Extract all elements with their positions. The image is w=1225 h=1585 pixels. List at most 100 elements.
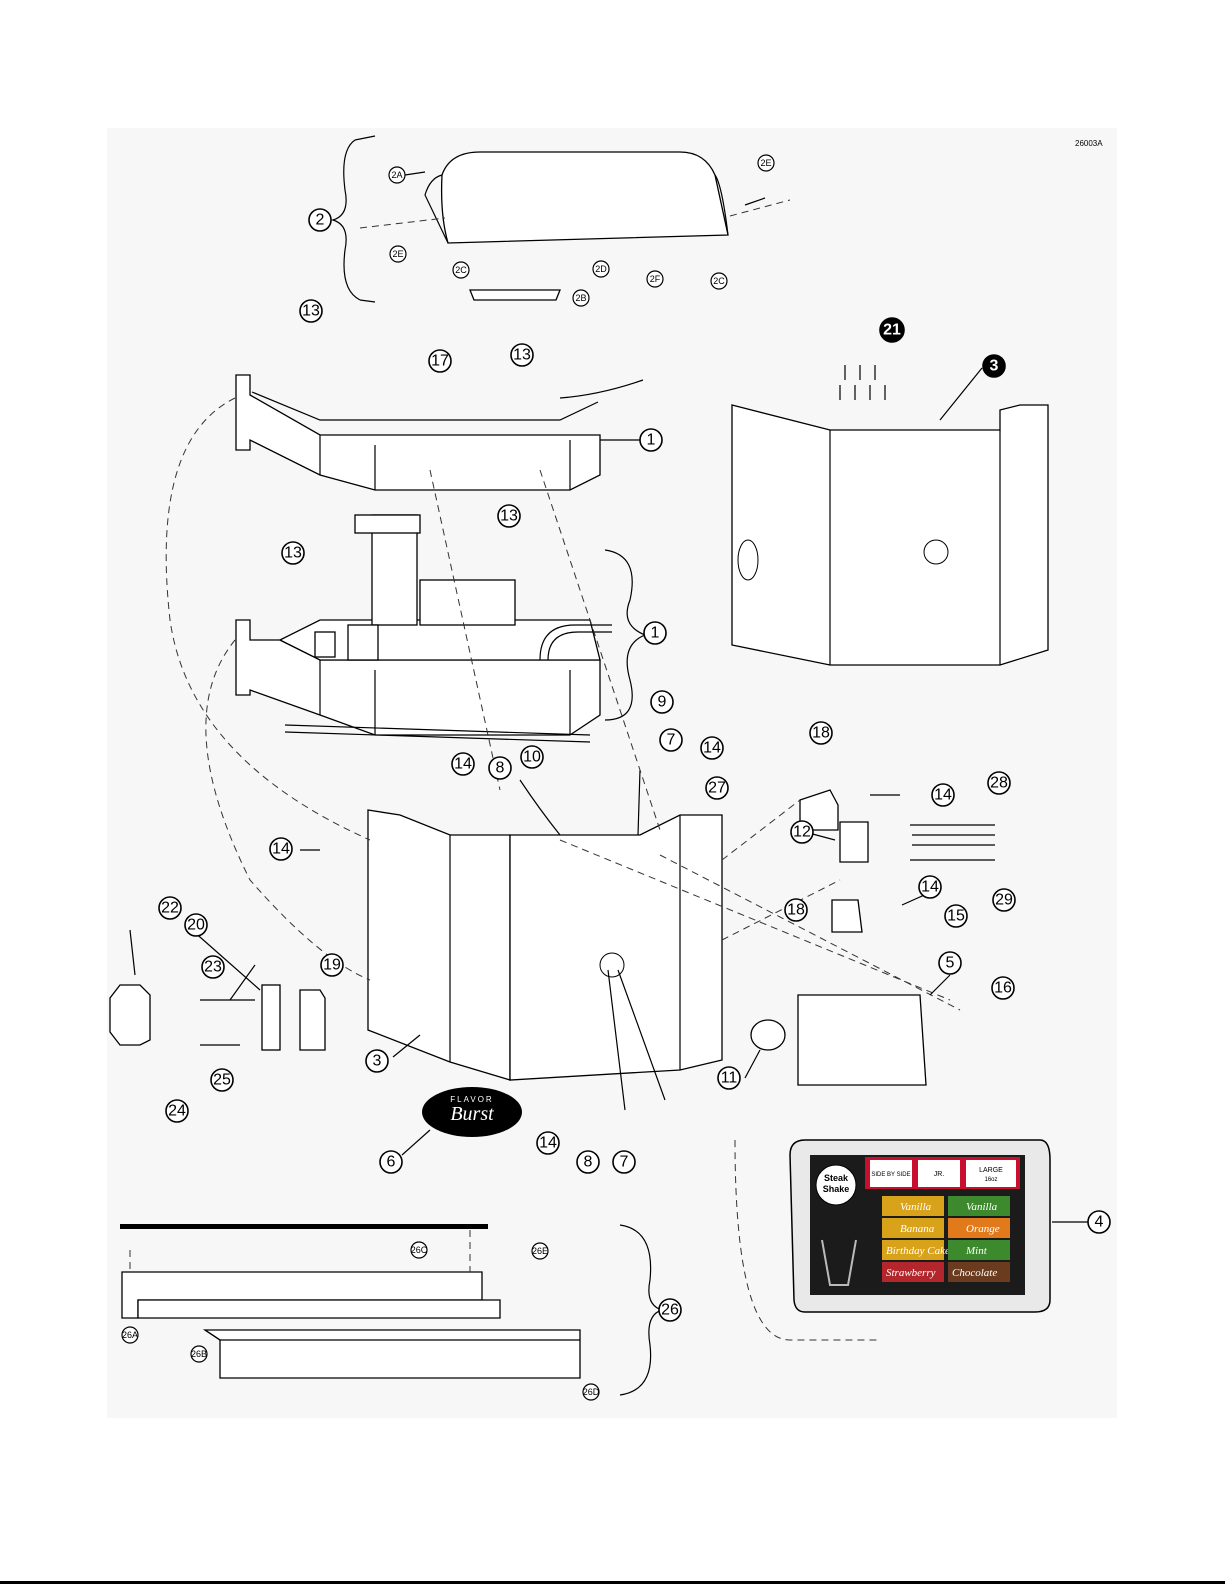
flavor-4: Orange xyxy=(966,1223,1000,1235)
svg-text:15: 15 xyxy=(947,908,965,925)
callout-23: 23 xyxy=(202,956,224,978)
callout-20: 20 xyxy=(185,914,207,936)
svg-text:6: 6 xyxy=(387,1154,396,1171)
svg-text:2B: 2B xyxy=(575,293,586,303)
callout-14-a: 14 xyxy=(701,737,723,759)
flavor-7: Strawberry xyxy=(886,1267,936,1279)
svg-text:13: 13 xyxy=(500,508,518,525)
callout-18-a: 18 xyxy=(810,722,832,744)
callout-8-b: 8 xyxy=(577,1151,599,1173)
svg-text:4: 4 xyxy=(1095,1214,1104,1231)
callout-14-f: 14 xyxy=(537,1132,559,1154)
callout-2C-left: 2C xyxy=(453,262,469,278)
svg-text:1: 1 xyxy=(647,432,656,449)
callout-2C-right: 2C xyxy=(711,273,727,289)
svg-text:14: 14 xyxy=(921,879,939,896)
svg-text:11: 11 xyxy=(721,1070,738,1087)
svg-text:19: 19 xyxy=(323,957,341,974)
callout-26B: 26B xyxy=(191,1346,207,1362)
callout-1-b: 1 xyxy=(644,622,666,644)
svg-text:26C: 26C xyxy=(411,1245,428,1255)
callout-14-b: 14 xyxy=(452,753,474,775)
callout-2B: 2B xyxy=(573,290,589,306)
svg-text:18: 18 xyxy=(812,725,830,742)
callout-19: 19 xyxy=(321,954,343,976)
callout-26C: 26C xyxy=(411,1242,428,1258)
svg-text:2D: 2D xyxy=(595,264,607,274)
touchscreen-display: Steak Shake SIDE BY SIDE JR. LARGE 16oz … xyxy=(790,1140,1050,1312)
flavor-burst-logo: FLAVOR Burst xyxy=(422,1087,522,1137)
callout-5: 5 xyxy=(939,952,961,974)
brand-line1: Steak xyxy=(824,1173,849,1183)
svg-text:2E: 2E xyxy=(392,249,403,259)
callout-13-b: 13 xyxy=(511,344,533,366)
svg-text:2C: 2C xyxy=(713,276,725,286)
callout-14-d: 14 xyxy=(270,838,292,860)
callout-21: 21 xyxy=(880,318,904,342)
svg-text:7: 7 xyxy=(620,1154,629,1171)
flavor-1: Vanilla xyxy=(900,1201,932,1213)
svg-text:13: 13 xyxy=(302,303,320,320)
upper-frame xyxy=(236,375,600,490)
callout-3-cabinet: 3 xyxy=(366,1050,388,1072)
callout-7-b: 7 xyxy=(613,1151,635,1173)
svg-text:14: 14 xyxy=(703,740,721,757)
flavor-8: Chocolate xyxy=(952,1267,997,1279)
svg-text:3: 3 xyxy=(373,1053,382,1070)
svg-text:2: 2 xyxy=(316,212,325,229)
logo-line2: Burst xyxy=(450,1103,494,1125)
flavor-5: Birthday Cake xyxy=(886,1245,950,1257)
callout-2F: 2F xyxy=(647,271,663,287)
callout-2A: 2A xyxy=(389,167,405,183)
callout-14-e: 14 xyxy=(919,876,941,898)
svg-text:27: 27 xyxy=(708,780,726,797)
callout-26: 26 xyxy=(659,1299,681,1321)
callout-4: 4 xyxy=(1088,1211,1110,1233)
callout-6: 6 xyxy=(380,1151,402,1173)
callout-27: 27 xyxy=(706,777,728,799)
callout-22: 22 xyxy=(159,897,181,919)
svg-text:26A: 26A xyxy=(122,1330,138,1340)
callout-2D: 2D xyxy=(593,261,609,277)
callout-17: 17 xyxy=(429,350,451,372)
top-cover xyxy=(425,152,728,243)
svg-text:20: 20 xyxy=(187,917,205,934)
svg-text:3: 3 xyxy=(990,358,999,375)
drip-tray xyxy=(120,1224,580,1378)
svg-text:16: 16 xyxy=(994,980,1012,997)
flavor-6: Mint xyxy=(965,1245,988,1257)
callout-9: 9 xyxy=(651,691,673,713)
svg-text:2A: 2A xyxy=(391,170,402,180)
brand-line2: Shake xyxy=(823,1184,850,1194)
svg-text:14: 14 xyxy=(454,756,472,773)
callout-2E-left: 2E xyxy=(390,246,406,262)
flavor-2: Vanilla xyxy=(966,1201,998,1213)
latch-assembly xyxy=(110,930,325,1050)
main-cabinet xyxy=(368,810,722,1110)
callout-26A: 26A xyxy=(122,1327,138,1343)
callout-7-a: 7 xyxy=(660,729,682,751)
screw-set-21 xyxy=(840,365,885,400)
callout-26E: 26E xyxy=(532,1243,548,1259)
svg-text:7: 7 xyxy=(667,732,676,749)
callout-24: 24 xyxy=(166,1100,188,1122)
svg-text:2E: 2E xyxy=(760,158,771,168)
svg-text:1: 1 xyxy=(651,625,660,642)
callout-14-c: 14 xyxy=(932,784,954,806)
callout-12: 12 xyxy=(791,821,813,843)
svg-text:28: 28 xyxy=(990,775,1008,792)
size-side-by-side: SIDE BY SIDE xyxy=(871,1172,910,1178)
callout-8-a: 8 xyxy=(489,757,511,779)
callout-18-b: 18 xyxy=(785,899,807,921)
callout-15: 15 xyxy=(945,905,967,927)
callout-13-d: 13 xyxy=(282,542,304,564)
callout-3-rear: 3 xyxy=(983,355,1005,377)
size-large-note: 16oz xyxy=(984,1177,997,1183)
svg-text:17: 17 xyxy=(431,353,449,370)
svg-text:8: 8 xyxy=(584,1154,593,1171)
callout-26D: 26D xyxy=(583,1384,600,1400)
callout-10: 10 xyxy=(521,746,543,768)
callout-28: 28 xyxy=(988,772,1010,794)
svg-text:24: 24 xyxy=(168,1103,186,1120)
callout-25: 25 xyxy=(211,1069,233,1091)
